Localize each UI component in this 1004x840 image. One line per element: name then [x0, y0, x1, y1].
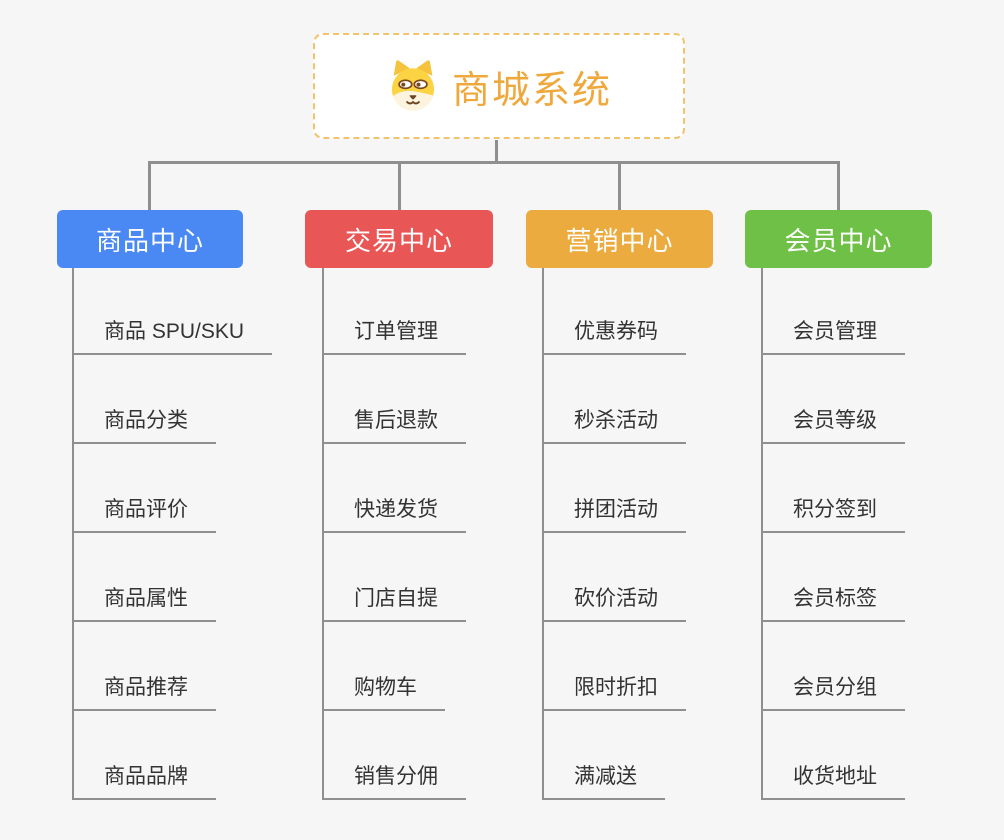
- connector-drop-4: [837, 161, 840, 210]
- leaf-topic[interactable]: 秒杀活动: [542, 406, 686, 444]
- leaf-topic[interactable]: 购物车: [322, 673, 445, 711]
- leaf-topic-label: 商品品牌: [104, 765, 188, 788]
- leaf-topic-label: 秒杀活动: [574, 409, 658, 432]
- leaf-topic[interactable]: 商品品牌: [72, 762, 216, 800]
- branch-label: 商品中心: [95, 225, 204, 256]
- leaf-topic-label: 商品 SPU/SKU: [104, 320, 245, 343]
- leaf-topic-label: 售后退款: [354, 409, 438, 432]
- leaf-topic[interactable]: 商品分类: [72, 406, 216, 444]
- leaf-topic[interactable]: 门店自提: [322, 584, 466, 622]
- leaf-topic-label: 收货地址: [793, 765, 877, 788]
- dog-icon: [391, 60, 435, 111]
- leaf-topic[interactable]: 限时折扣: [542, 673, 686, 711]
- connector-drop-3: [618, 161, 621, 210]
- leaf-topic[interactable]: 会员分组: [761, 673, 905, 711]
- leaf-topic[interactable]: 会员标签: [761, 584, 905, 622]
- root-node[interactable]: 商城系统: [313, 33, 685, 139]
- branch-node-trade[interactable]: 交易中心: [305, 210, 493, 268]
- leaf-topic[interactable]: 会员管理: [761, 317, 905, 355]
- leaf-topic-label: 限时折扣: [574, 676, 658, 699]
- leaf-topic-label: 会员标签: [793, 587, 877, 610]
- connector-drop-1: [148, 161, 151, 210]
- leaf-topic-label: 拼团活动: [574, 498, 658, 521]
- connector-bus: [148, 161, 840, 164]
- leaf-topic[interactable]: 商品属性: [72, 584, 216, 622]
- branch-spine-3: [542, 268, 544, 800]
- leaf-topic-label: 销售分佣: [354, 765, 438, 788]
- leaf-topic-label: 商品属性: [104, 587, 188, 610]
- branch-node-products[interactable]: 商品中心: [57, 210, 243, 268]
- branch-label: 会员中心: [784, 225, 893, 256]
- leaf-topic-label: 商品评价: [104, 498, 188, 521]
- leaf-topic-label: 会员分组: [793, 676, 877, 699]
- leaf-topic[interactable]: 满减送: [542, 762, 665, 800]
- leaf-topic[interactable]: 销售分佣: [322, 762, 466, 800]
- leaf-topic-label: 商品分类: [104, 409, 188, 432]
- leaf-topic[interactable]: 积分签到: [761, 495, 905, 533]
- leaf-topic[interactable]: 收货地址: [761, 762, 905, 800]
- leaf-topic[interactable]: 砍价活动: [542, 584, 686, 622]
- leaf-topic-label: 商品推荐: [104, 676, 188, 699]
- leaf-topic-label: 优惠券码: [574, 320, 658, 343]
- leaf-topic[interactable]: 商品推荐: [72, 673, 216, 711]
- leaf-topic[interactable]: 商品 SPU/SKU: [72, 317, 273, 355]
- leaf-topic-label: 积分签到: [793, 498, 877, 521]
- leaf-topic-label: 购物车: [354, 676, 417, 699]
- leaf-topic[interactable]: 商品评价: [72, 495, 216, 533]
- leaf-topic-label: 门店自提: [354, 587, 438, 610]
- branch-spine-2: [322, 268, 324, 800]
- leaf-topic-label: 会员管理: [793, 320, 877, 343]
- branch-label: 交易中心: [344, 225, 453, 256]
- branch-spine-4: [761, 268, 763, 800]
- leaf-topic[interactable]: 优惠券码: [542, 317, 686, 355]
- branch-node-marketing[interactable]: 营销中心: [526, 210, 713, 268]
- connector-drop-2: [398, 161, 401, 210]
- leaf-topic[interactable]: 快递发货: [322, 495, 466, 533]
- root-title: 商城系统: [451, 69, 612, 112]
- connector-root-stub: [495, 140, 498, 164]
- leaf-topic[interactable]: 会员等级: [761, 406, 905, 444]
- leaf-topic[interactable]: 拼团活动: [542, 495, 686, 533]
- leaf-topic[interactable]: 订单管理: [322, 317, 466, 355]
- leaf-topic-label: 会员等级: [793, 409, 877, 432]
- branch-spine-1: [72, 268, 74, 800]
- leaf-topic[interactable]: 售后退款: [322, 406, 466, 444]
- leaf-topic-label: 订单管理: [354, 320, 438, 343]
- branch-label: 营销中心: [565, 225, 674, 256]
- leaf-topic-label: 满减送: [574, 765, 637, 788]
- leaf-topic-label: 砍价活动: [574, 587, 658, 610]
- branch-node-members[interactable]: 会员中心: [745, 210, 932, 268]
- leaf-topic-label: 快递发货: [354, 498, 438, 521]
